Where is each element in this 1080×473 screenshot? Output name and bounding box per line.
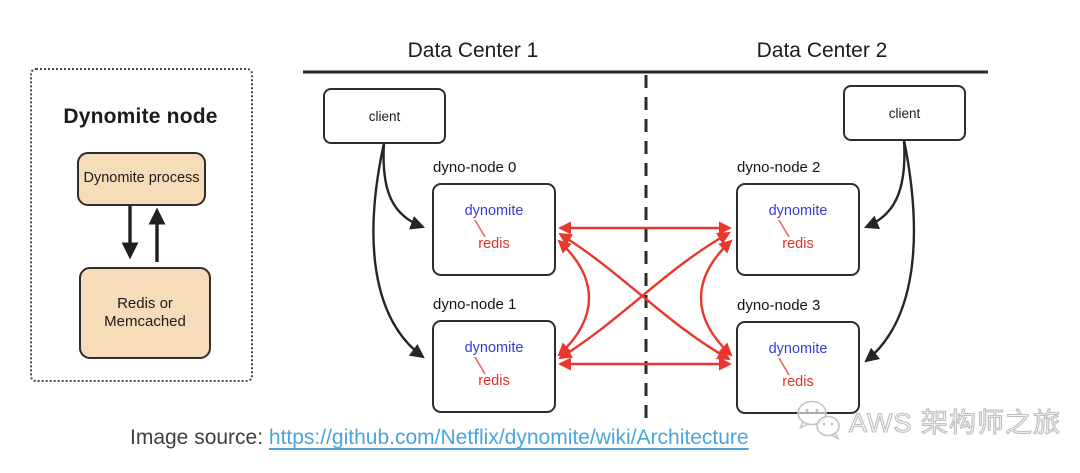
dynomite-process-box: Dynomite process bbox=[77, 152, 206, 206]
proxy-store-link-line bbox=[474, 219, 486, 238]
watermark-text: AWS 架构师之旅 bbox=[848, 407, 1062, 438]
node1-redis-label: redis bbox=[478, 373, 510, 389]
node1-label: dyno-node 1 bbox=[433, 296, 517, 313]
datacenter-1-title: Data Center 1 bbox=[407, 39, 539, 62]
client2-to-node3-arrow bbox=[864, 139, 916, 363]
node0-label: dyno-node 0 bbox=[433, 159, 517, 176]
client-box-dc1: client bbox=[323, 88, 446, 144]
node1-node2-replication-arrow bbox=[558, 231, 731, 360]
node1-dynomite-label: dynomite bbox=[464, 340, 524, 356]
client1-to-node0-arrow bbox=[382, 142, 426, 230]
proxy-store-link-line bbox=[778, 219, 790, 238]
node0-node1-replication-arrow bbox=[557, 239, 591, 357]
watermark: AWS 架构师之旅 bbox=[793, 398, 1061, 442]
node2-redis-label: redis bbox=[782, 236, 814, 252]
node2-node3-replication-arrow bbox=[699, 239, 733, 357]
node0-dynomite-label: dynomite bbox=[464, 203, 524, 219]
image-source-caption: Image source: https://github.com/Netflix… bbox=[130, 426, 749, 450]
client1-to-node1-arrow bbox=[372, 142, 425, 359]
proxy-store-link-line bbox=[474, 356, 486, 375]
caption-prefix: Image source: bbox=[130, 426, 269, 449]
wechat-icon bbox=[797, 400, 840, 440]
client2-to-node2-arrow bbox=[864, 139, 906, 229]
dynomite-node-panel-title: Dynomite node bbox=[63, 105, 218, 128]
node2-label: dyno-node 2 bbox=[737, 159, 821, 176]
datacenter-2-title: Data Center 2 bbox=[756, 39, 888, 62]
node0-box: dynomite redis bbox=[432, 183, 556, 276]
node3-redis-label: redis bbox=[782, 374, 814, 390]
redis-memcached-box: Redis or Memcached bbox=[79, 267, 211, 359]
node3-dynomite-label: dynomite bbox=[768, 341, 828, 357]
node1-box: dynomite redis bbox=[432, 320, 556, 413]
node0-node3-replication-arrow bbox=[558, 232, 731, 361]
client-box-dc2: client bbox=[843, 85, 966, 141]
node0-redis-label: redis bbox=[478, 236, 510, 252]
source-link[interactable]: https://github.com/Netflix/dynomite/wiki… bbox=[268, 426, 749, 449]
node2-dynomite-label: dynomite bbox=[768, 203, 828, 219]
proxy-store-link-line bbox=[778, 357, 790, 376]
node2-box: dynomite redis bbox=[736, 183, 860, 276]
node3-label: dyno-node 3 bbox=[737, 297, 821, 314]
